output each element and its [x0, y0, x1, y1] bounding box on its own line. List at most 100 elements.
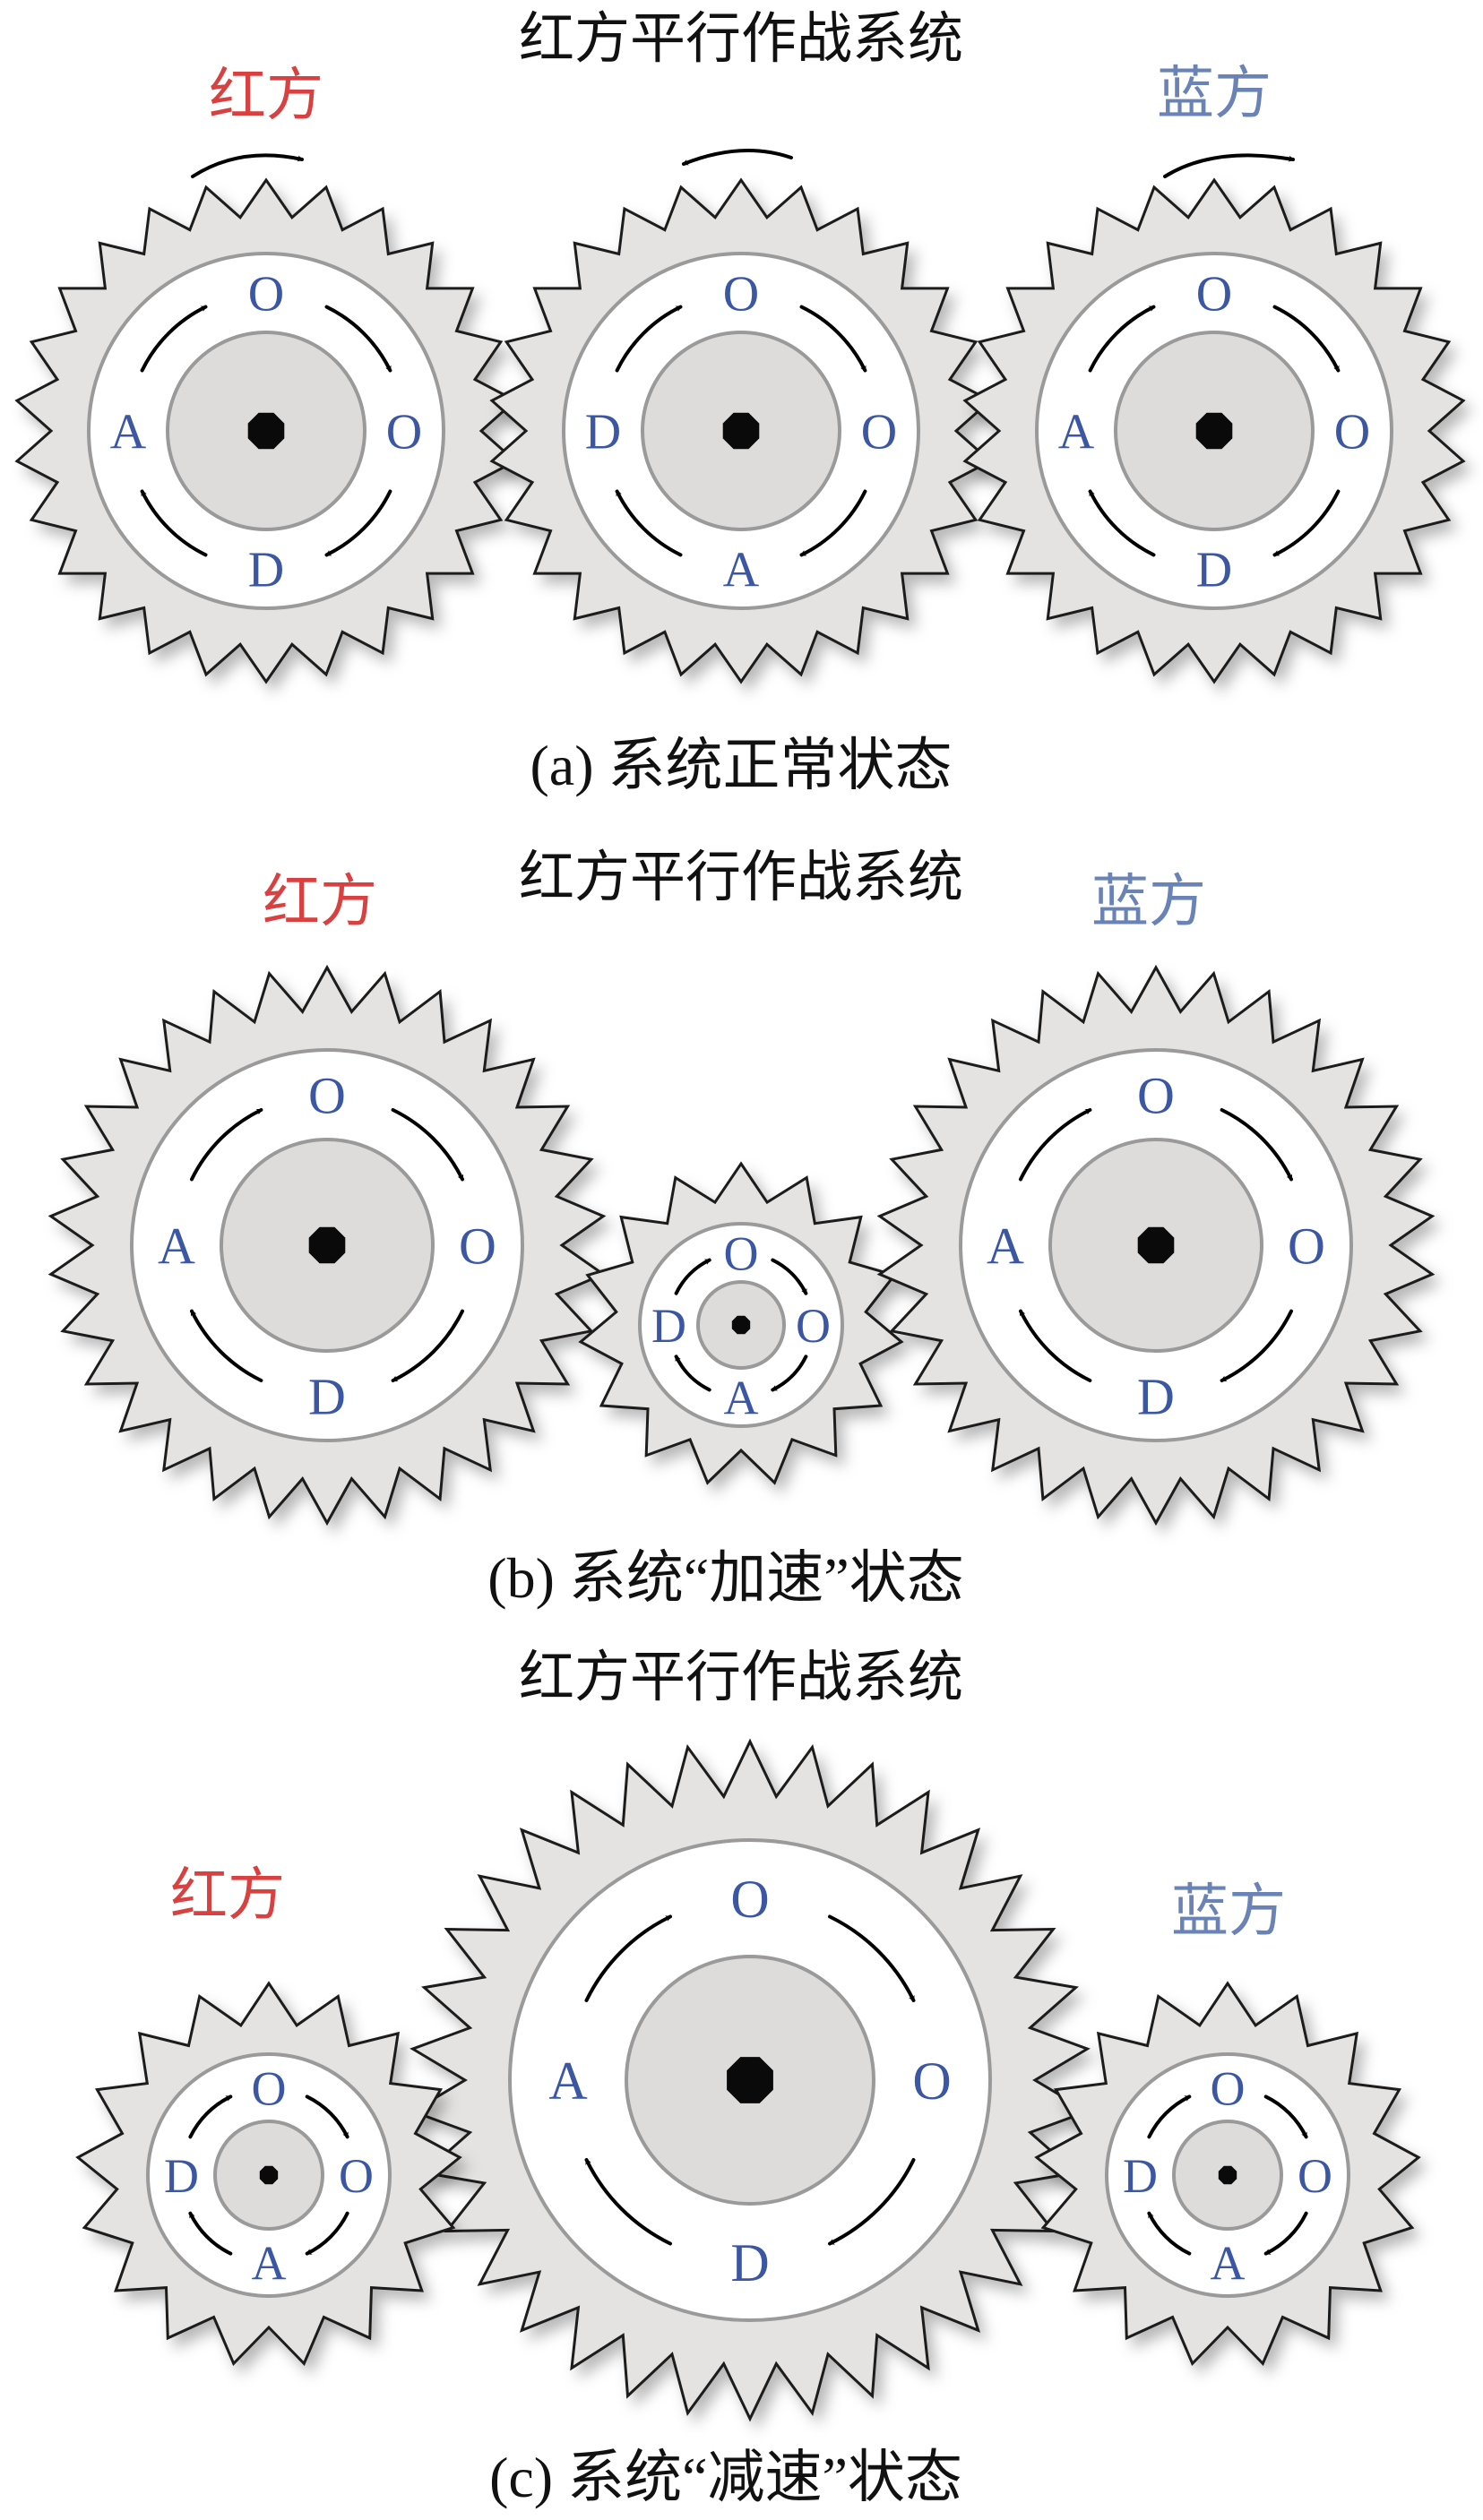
panel-c-middle-gear-cycle-arrow — [584, 2158, 672, 2246]
panel-c-middle-gear-cycle-arrow — [828, 1914, 916, 2002]
panel-c-blue-gear-axle — [1218, 2165, 1237, 2185]
panel-a-middle-gear-phase-left: D — [585, 405, 621, 460]
panel-b-middle-gear-cycle-arrow — [771, 1258, 808, 1295]
panel-a-blue-side-label: 蓝方 — [1157, 62, 1272, 125]
panel-b-blue-gear-phase-right: O — [1288, 1217, 1325, 1275]
panel-a-blue-gear-phase-top: O — [1196, 267, 1232, 323]
panel-c-blue-gear-phase-left: D — [1123, 2149, 1158, 2203]
panel-a-red-gear-phase-bottom: D — [248, 543, 284, 598]
panel-c-red-gear-phase-right: O — [339, 2149, 374, 2203]
panel-c-middle-gear: O O D A — [410, 1738, 1091, 2422]
panel-c-red-gear-cycle-arrow — [188, 2094, 233, 2139]
panel-a-blue-gear-rotation-arrow — [1163, 153, 1296, 178]
panel-b-blue-gear-phase-bottom: D — [1137, 1367, 1175, 1425]
panel-b-middle-gear-phase-right: O — [796, 1299, 831, 1353]
panel-b-blue-gear-axle — [1137, 1226, 1175, 1264]
panel-c-middle-gear-phase-bottom: D — [730, 2233, 769, 2292]
panel-a-red-gear-axle — [247, 412, 285, 450]
panel-a-middle-gear-cycle-arrow — [615, 489, 683, 557]
panel-b-title: 红方平行作战系统 — [519, 847, 963, 908]
panel-c-red-side-label: 红方 — [170, 1863, 285, 1927]
panel-a-blue-gear-axle — [1195, 412, 1233, 450]
panel-a-blue-gear-phase-left: A — [1058, 405, 1095, 460]
panel-a-middle-gear-cycle-arrow — [615, 305, 683, 373]
panel-c-red-gear-cycle-arrow — [305, 2094, 349, 2139]
panel-a-red-side-label: 红方 — [209, 64, 323, 127]
panel-c-blue-gear-phase-top: O — [1211, 2061, 1246, 2115]
panel-b-blue-gear-cycle-arrow — [1019, 1108, 1092, 1182]
panel-b-red-gear-cycle-arrow — [190, 1108, 263, 1182]
panel-c-red-gear-cycle-arrow — [188, 2211, 233, 2256]
panel-c-blue-gear-cycle-arrow — [1263, 2094, 1308, 2139]
panel-b-middle-gear-cycle-arrow — [674, 1355, 711, 1392]
panel-c-middle-gear-cycle-arrow — [584, 1914, 672, 2002]
panel-c-red-gear-cycle-arrow — [305, 2211, 349, 2256]
panel-c-caption: (c) 系统“减速”状态 — [489, 2446, 962, 2509]
panel-a-middle-gear-cycle-arrow — [799, 489, 867, 557]
panel-b-blue-gear-cycle-arrow — [1220, 1309, 1293, 1382]
panel-a-red-gear-cycle-arrow — [140, 489, 208, 557]
panel-a-middle-gear-axle — [722, 412, 760, 450]
panel-c-red-gear-phase-top: O — [252, 2061, 287, 2115]
panel-c-title: 红方平行作战系统 — [519, 1647, 963, 1708]
panel-b-red-gear-cycle-arrow — [391, 1309, 464, 1382]
panel-a-red-gear-rotation-arrow — [191, 153, 305, 178]
panel-b-middle-gear-phase-top: O — [724, 1226, 759, 1280]
panel-c-red-gear-phase-left: D — [164, 2149, 199, 2203]
panel-b-blue-gear-cycle-arrow — [1220, 1108, 1293, 1182]
panel-a-blue-gear-cycle-arrow — [1272, 489, 1341, 557]
panel-a-blue-gear-cycle-arrow — [1272, 305, 1341, 373]
panel-a-middle-gear-phase-bottom: A — [723, 543, 760, 598]
panel-b-blue-side-label: 蓝方 — [1091, 870, 1206, 933]
panel-a-blue-gear-cycle-arrow — [1088, 489, 1156, 557]
panel-a-blue-gear-phase-bottom: D — [1196, 543, 1232, 598]
panel-c-blue-gear-cycle-arrow — [1263, 2211, 1308, 2256]
panel-a-red-gear-phase-top: O — [248, 267, 284, 323]
panel-b-middle-gear-axle — [731, 1315, 751, 1335]
panel-a-middle-gear-rotation-arrow — [682, 148, 793, 166]
panel-b-red-gear-phase-left: A — [158, 1217, 195, 1275]
panel-c-blue-gear-phase-right: O — [1298, 2149, 1332, 2203]
panel-b-red-gear-phase-bottom: D — [308, 1367, 346, 1425]
panel-c-red-gear-phase-bottom: A — [252, 2236, 287, 2290]
panel-c-middle-gear-phase-right: O — [912, 2051, 951, 2111]
panel-b-red-gear-phase-right: O — [459, 1217, 496, 1275]
panel-c-blue-gear-cycle-arrow — [1147, 2094, 1192, 2139]
panel-b-red-gear: O O D A — [47, 964, 607, 1527]
panel-b-red-gear-cycle-arrow — [190, 1309, 263, 1382]
panel-c-middle-gear-axle — [727, 2057, 773, 2103]
panel-a-blue-gear-cycle-arrow — [1088, 305, 1156, 373]
panel-c-red-gear-axle — [259, 2165, 279, 2185]
panel-b-red-side-label: 红方 — [263, 870, 377, 933]
panel-b-blue-gear-phase-left: A — [987, 1217, 1024, 1275]
panel-c-blue-gear-cycle-arrow — [1147, 2211, 1192, 2256]
panel-a-red-gear-cycle-arrow — [140, 305, 208, 373]
panel-a-middle-gear-phase-top: O — [723, 267, 759, 323]
panel-a-red-gear-cycle-arrow — [324, 489, 392, 557]
panel-b-middle-gear-cycle-arrow — [674, 1258, 711, 1295]
panel-a-red-gear-phase-right: O — [386, 405, 422, 460]
panel-a-title: 红方平行作战系统 — [519, 9, 963, 70]
panel-b-caption: (b) 系统“加速”状态 — [487, 1546, 963, 1610]
panel-c-middle-gear-phase-top: O — [730, 1870, 769, 1929]
panel-b-blue-gear-cycle-arrow — [1019, 1309, 1092, 1382]
panel-c-blue-side-label: 蓝方 — [1171, 1879, 1286, 1943]
panel-a-caption: (a) 系统正常状态 — [530, 734, 952, 797]
panel-a-red-gear-cycle-arrow — [324, 305, 392, 373]
panel-a-middle-gear-cycle-arrow — [799, 305, 867, 373]
panel-b-red-gear-phase-top: O — [308, 1066, 346, 1124]
panel-b-red-gear-axle — [308, 1226, 346, 1264]
panel-c-blue-gear-phase-bottom: A — [1211, 2236, 1246, 2290]
panel-b-middle-gear-phase-bottom: A — [724, 1371, 759, 1424]
panel-c-middle-gear-phase-left: A — [548, 2051, 587, 2111]
